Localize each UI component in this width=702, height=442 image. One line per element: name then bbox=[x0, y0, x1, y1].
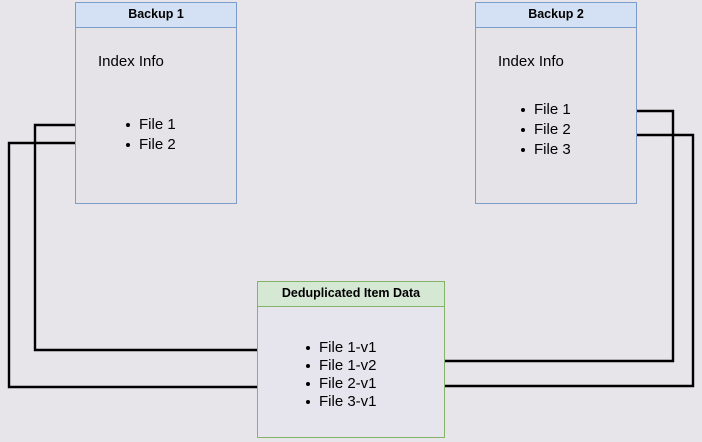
connector-b1f2-to-file2v1 bbox=[7, 141, 302, 396]
backup-2-header: Backup 2 bbox=[476, 3, 636, 28]
backup-2-index-label: Index Info bbox=[498, 53, 564, 70]
backup-2-file-list: File 1 File 2 File 3 bbox=[519, 100, 571, 160]
list-item: File 1-v1 bbox=[304, 339, 377, 357]
backup-1-box: Backup 1 Index Info File 1 File 2 bbox=[75, 2, 237, 204]
deduplicated-item-data-header: Deduplicated Item Data bbox=[258, 282, 444, 307]
list-item: File 3-v1 bbox=[304, 393, 377, 411]
list-item: File 2 bbox=[124, 135, 176, 155]
backup-1-file-list: File 1 File 2 bbox=[124, 115, 176, 155]
backup-1-index-label: Index Info bbox=[98, 53, 164, 70]
deduplicated-item-data-box: Deduplicated Item Data File 1-v1 File 1-… bbox=[257, 281, 445, 438]
connector-b2f2-to-file2v1 bbox=[393, 133, 695, 395]
backup-2-box: Backup 2 Index Info File 1 File 2 File 3 bbox=[475, 2, 637, 204]
backup-1-body: Index Info File 1 File 2 bbox=[76, 28, 236, 203]
backup-2-body: Index Info File 1 File 2 File 3 bbox=[476, 28, 636, 203]
backup-1-header: Backup 1 bbox=[76, 3, 236, 28]
list-item: File 1 bbox=[519, 100, 571, 120]
list-item: File 2-v1 bbox=[304, 375, 377, 393]
list-item: File 3 bbox=[519, 140, 571, 160]
dedup-item-list: File 1-v1 File 1-v2 File 2-v1 File 3-v1 bbox=[304, 339, 377, 411]
list-item: File 2 bbox=[519, 120, 571, 140]
list-item: File 1-v2 bbox=[304, 357, 377, 375]
deduplicated-item-data-body: File 1-v1 File 1-v2 File 2-v1 File 3-v1 bbox=[258, 307, 444, 437]
list-item: File 1 bbox=[124, 115, 176, 135]
